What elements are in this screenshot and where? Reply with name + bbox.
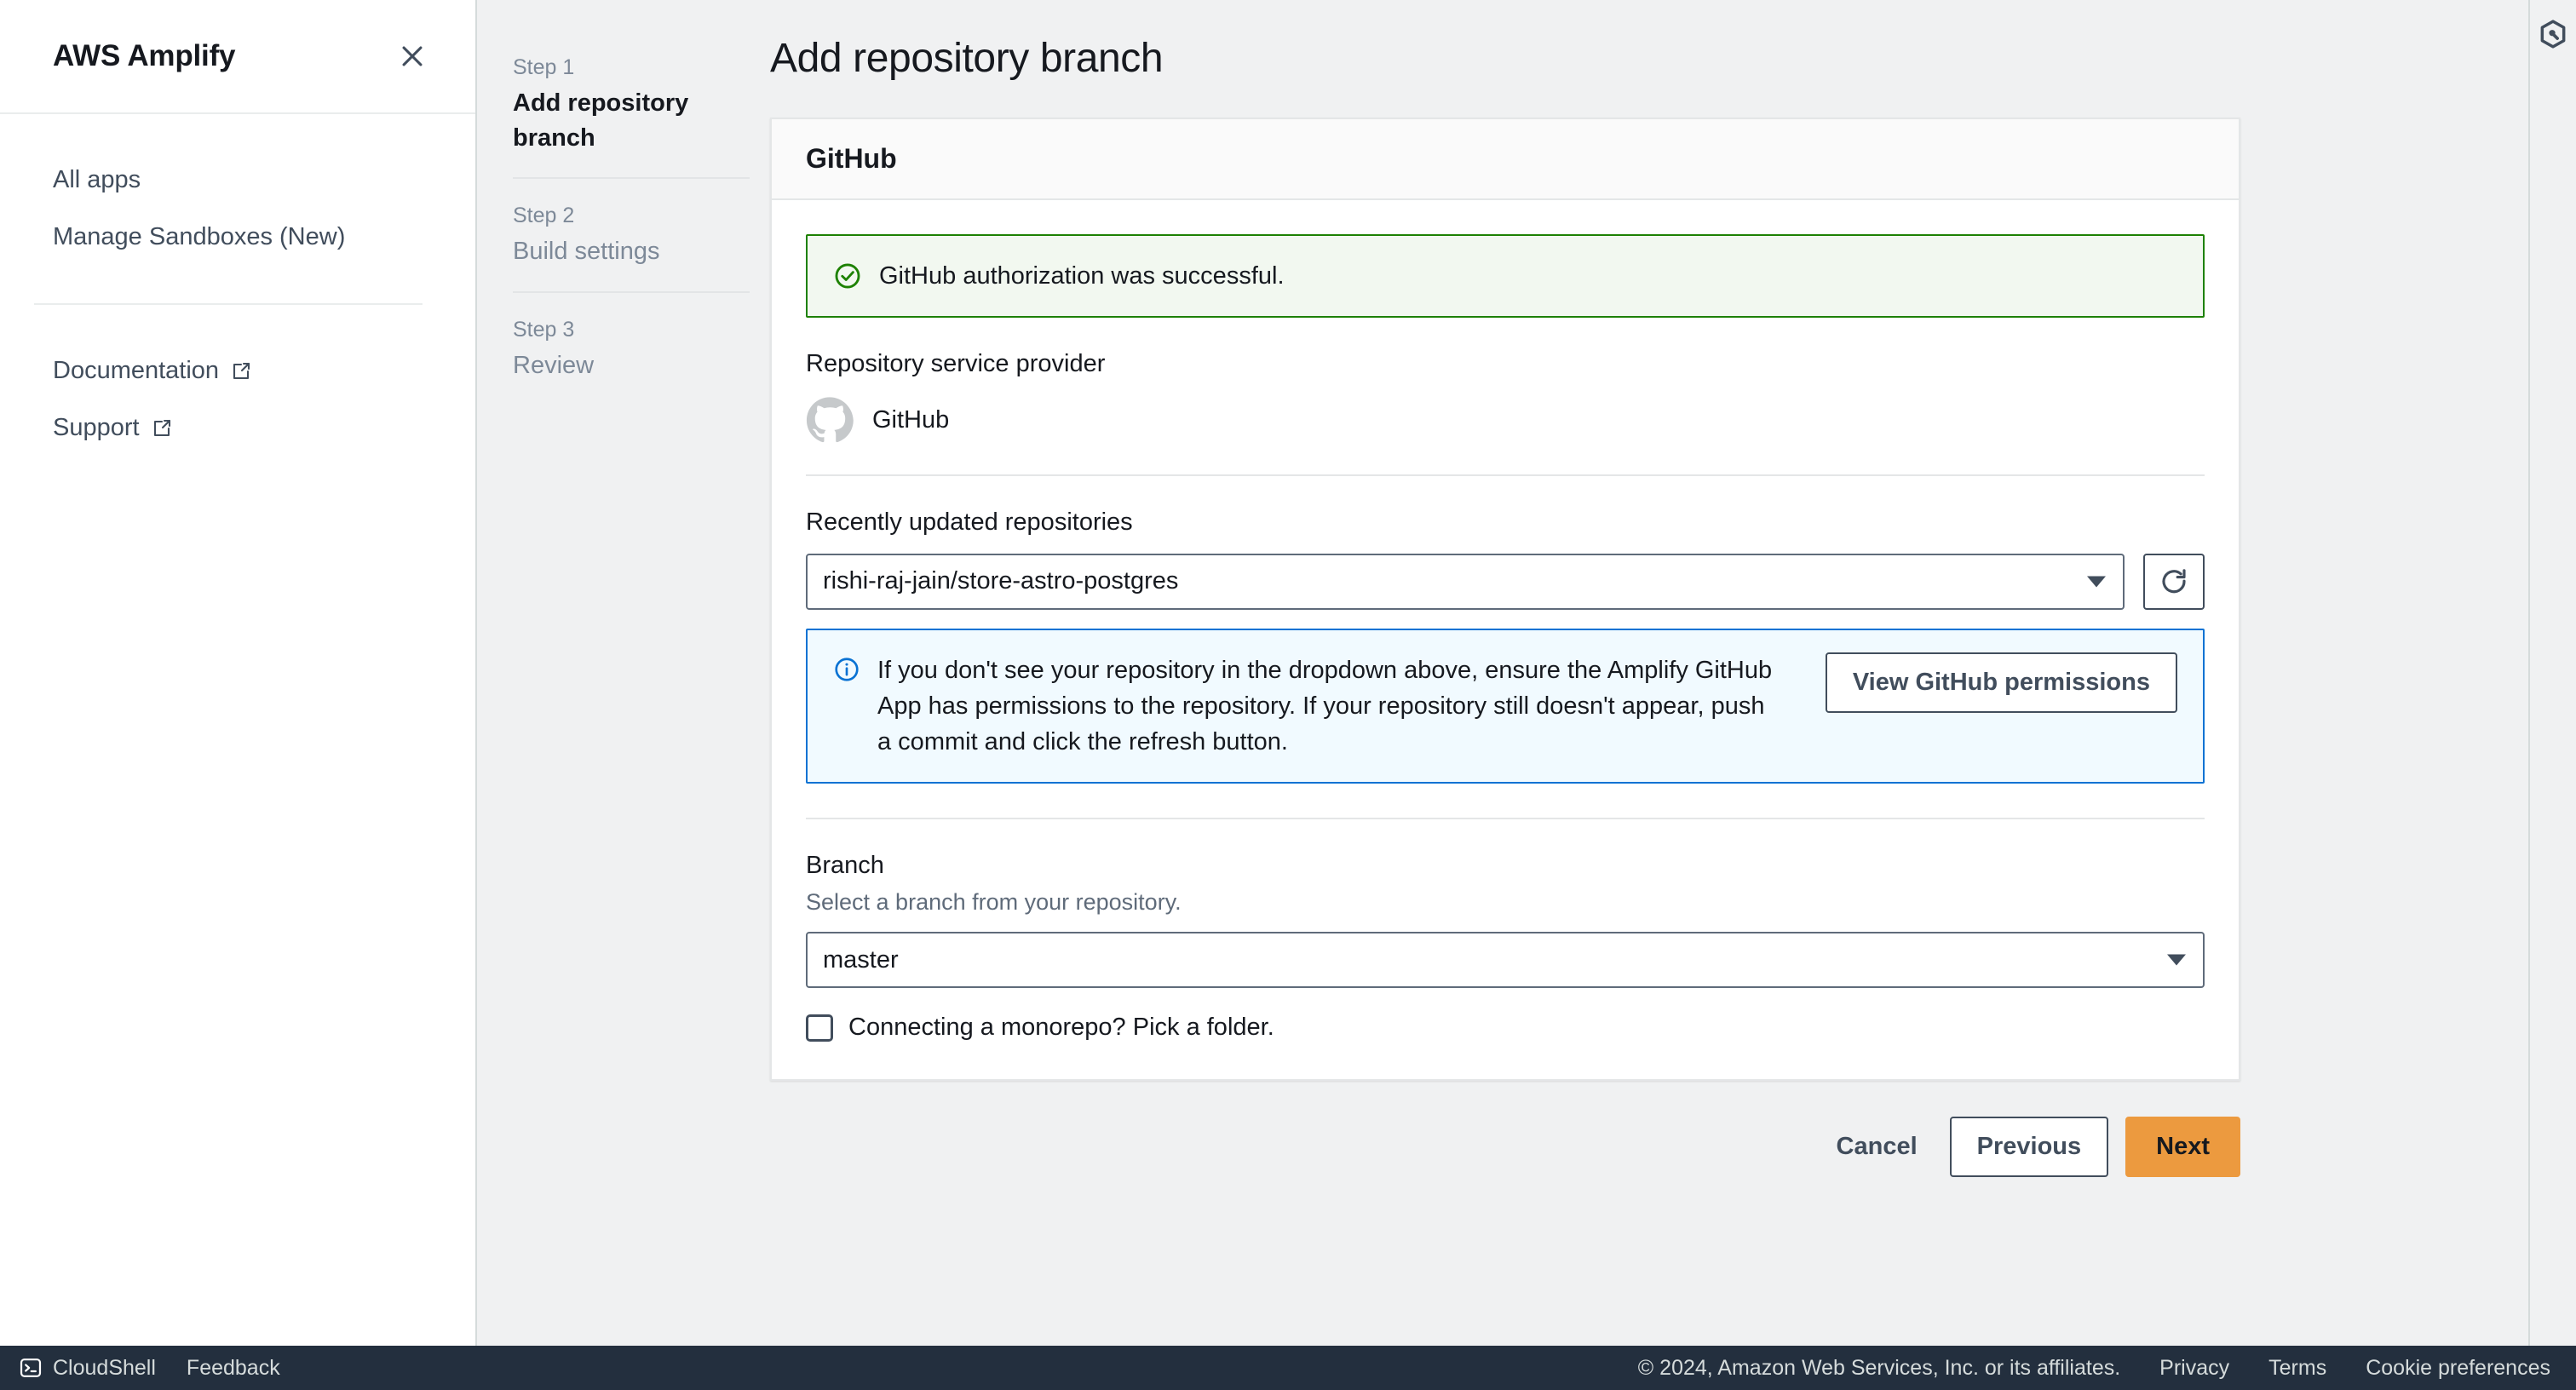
- branch-value: master: [823, 945, 899, 974]
- sidebar-title: AWS Amplify: [53, 39, 236, 72]
- wizard-step-3[interactable]: Step 3 Review: [513, 290, 750, 405]
- refresh-button[interactable]: [2143, 553, 2205, 610]
- wizard-step-1[interactable]: Step 1 Add repository branch: [513, 53, 750, 177]
- amazon-q-hexagon-icon[interactable]: [2531, 12, 2575, 56]
- check-circle-icon: [833, 261, 862, 290]
- sidebar-header: AWS Amplify: [0, 0, 475, 114]
- terminal-icon: [19, 1356, 43, 1380]
- branch-section: Branch Select a branch from your reposit…: [806, 848, 2205, 1042]
- previous-button[interactable]: Previous: [1949, 1117, 2109, 1178]
- step-label: Review: [513, 351, 595, 379]
- repository-card: GitHub GitHub authorization was successf…: [770, 117, 2240, 1082]
- divider: [806, 817, 2205, 819]
- feedback-link[interactable]: Feedback: [186, 1355, 280, 1380]
- status-bar: CloudShell Feedback © 2024, Amazon Web S…: [0, 1346, 2576, 1390]
- wizard-step-2[interactable]: Step 2 Build settings: [513, 177, 750, 291]
- right-rail: [2528, 0, 2576, 1346]
- card-body: GitHub authorization was successful. Rep…: [772, 200, 2239, 1080]
- divider: [806, 474, 2205, 477]
- provider-label: Repository service provider: [806, 349, 1106, 377]
- wizard-content: Add repository branch GitHub: [750, 0, 2343, 1346]
- sidebar-divider: [34, 303, 423, 306]
- wizard-steps: Step 1 Add repository branch Step 2 Buil…: [477, 0, 750, 1346]
- page-body: AWS Amplify All apps Manage Sandboxes (N…: [0, 0, 2576, 1346]
- page-title: Add repository branch: [770, 36, 1164, 81]
- next-button[interactable]: Next: [2125, 1117, 2240, 1178]
- repository-select[interactable]: rishi-raj-jain/store-astro-postgres: [806, 553, 2125, 610]
- branch-label: Branch: [806, 851, 884, 879]
- repository-select-row: rishi-raj-jain/store-astro-postgres: [806, 553, 2205, 610]
- provider-row: GitHub: [806, 396, 2205, 444]
- provider-section: Repository service provider GitHub: [806, 347, 2205, 445]
- sidebar-item-documentation[interactable]: Documentation: [0, 342, 475, 399]
- branch-select[interactable]: master: [806, 932, 2205, 989]
- sidebar-item-label: Support: [53, 414, 140, 442]
- monorepo-checkbox[interactable]: [806, 1014, 833, 1042]
- repository-value: rishi-raj-jain/store-astro-postgres: [823, 567, 1179, 595]
- step-number: Step 3: [513, 317, 575, 342]
- status-bar-left: CloudShell Feedback: [19, 1356, 280, 1381]
- chevron-down-icon: [2087, 576, 2106, 588]
- repository-info-alert: If you don't see your repository in the …: [806, 628, 2205, 784]
- cloudshell-button[interactable]: CloudShell: [19, 1356, 156, 1381]
- step-label: Build settings: [513, 238, 660, 266]
- external-link-icon: [231, 361, 251, 382]
- repository-section: Recently updated repositories rishi-raj-…: [806, 505, 2205, 610]
- github-auth-success-alert: GitHub authorization was successful.: [806, 233, 2205, 318]
- cookie-preferences-link[interactable]: Cookie preferences: [2366, 1355, 2550, 1380]
- sidebar-item-support[interactable]: Support: [0, 399, 475, 457]
- branch-description: Select a branch from your repository.: [806, 888, 1182, 915]
- sidebar-item-all-apps[interactable]: All apps: [0, 152, 475, 209]
- sidebar-item-label: Manage Sandboxes (New): [53, 223, 346, 251]
- privacy-link[interactable]: Privacy: [2159, 1355, 2230, 1380]
- view-github-permissions-button[interactable]: View GitHub permissions: [1825, 652, 2177, 713]
- side-navigation: AWS Amplify All apps Manage Sandboxes (N…: [0, 0, 477, 1346]
- info-alert-message: If you don't see your repository in the …: [877, 656, 1773, 755]
- repository-label: Recently updated repositories: [806, 508, 1133, 537]
- info-circle-icon: [833, 656, 860, 683]
- monorepo-checkbox-row[interactable]: Connecting a monorepo? Pick a folder.: [806, 1014, 2205, 1042]
- monorepo-label: Connecting a monorepo? Pick a folder.: [848, 1014, 1274, 1042]
- step-number: Step 2: [513, 204, 575, 228]
- copyright-text: © 2024, Amazon Web Services, Inc. or its…: [1637, 1355, 2121, 1380]
- cancel-button[interactable]: Cancel: [1821, 1118, 1933, 1175]
- sidebar-nav: All apps Manage Sandboxes (New) Document…: [0, 114, 475, 457]
- step-label: Add repository branch: [513, 89, 689, 152]
- wizard-actions: Cancel Previous Next: [770, 1117, 2240, 1211]
- card-header: GitHub: [772, 118, 2239, 200]
- main-content: Step 1 Add repository branch Step 2 Buil…: [477, 0, 2576, 1346]
- card-title: GitHub: [806, 142, 897, 174]
- sidebar-item-manage-sandboxes[interactable]: Manage Sandboxes (New): [0, 209, 475, 266]
- alert-message: GitHub authorization was successful.: [879, 261, 1285, 290]
- branch-select-row: master: [806, 932, 2205, 989]
- info-alert-content: If you don't see your repository in the …: [833, 652, 1780, 760]
- status-bar-right: © 2024, Amazon Web Services, Inc. or its…: [1638, 1356, 2550, 1381]
- refresh-icon: [2159, 566, 2189, 597]
- provider-name: GitHub: [872, 405, 950, 434]
- external-link-icon: [152, 418, 172, 439]
- sidebar-item-label: All apps: [53, 166, 141, 193]
- step-number: Step 1: [513, 55, 575, 79]
- chevron-down-icon: [2167, 954, 2186, 966]
- close-icon[interactable]: [390, 34, 434, 78]
- terms-link[interactable]: Terms: [2268, 1355, 2327, 1380]
- cloudshell-label: CloudShell: [53, 1355, 156, 1380]
- github-icon: [806, 396, 854, 444]
- sidebar-item-label: Documentation: [53, 357, 220, 385]
